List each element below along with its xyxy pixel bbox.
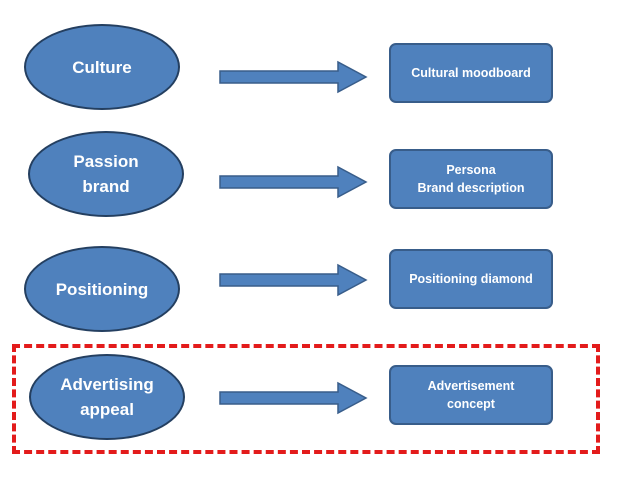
source-node-culture: Culture: [24, 24, 180, 110]
target-node-positioning-diamond: Positioning diamond: [389, 249, 553, 309]
target-node-label: Cultural moodboard: [411, 66, 531, 80]
arrow-right-icon: [219, 381, 368, 415]
source-node-label: Culture: [72, 57, 132, 77]
target-node-advertisement-concept: Advertisement concept: [389, 365, 553, 425]
source-node-positioning: Positioning: [24, 246, 180, 332]
arrow-right-icon: [219, 263, 368, 297]
target-node-cultural-moodboard: Cultural moodboard: [389, 43, 553, 103]
source-node-advertising-appeal: Advertising appeal: [29, 354, 185, 440]
highlight-dashed-frame: [12, 344, 600, 454]
source-node-label: Advertising appeal: [60, 375, 154, 419]
target-node-label: Positioning diamond: [409, 272, 533, 286]
source-node-passion-brand: Passion brand: [28, 131, 184, 217]
arrow-right-icon: [219, 165, 368, 199]
source-node-label: Passion brand: [73, 152, 139, 196]
target-node-label: Advertisement concept: [427, 379, 515, 411]
arrow-right-icon: [219, 60, 368, 94]
source-node-label: Positioning: [55, 279, 149, 299]
target-node-persona: Persona Brand description: [389, 149, 553, 209]
target-node-label: Persona Brand description: [417, 163, 525, 195]
